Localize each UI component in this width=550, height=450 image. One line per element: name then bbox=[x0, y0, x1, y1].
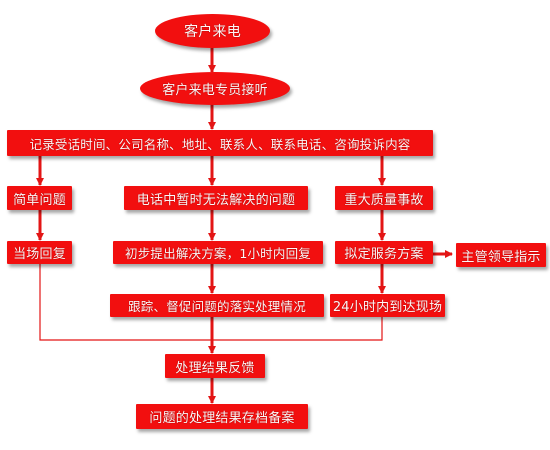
simple-node: 简单问题 bbox=[7, 186, 72, 210]
record-node: 记录受话时间、公司名称、地址、联系人、联系电话、咨询投诉内容 bbox=[7, 130, 433, 156]
start-node: 客户来电 bbox=[155, 14, 270, 48]
feedback-node: 处理结果反馈 bbox=[165, 354, 265, 378]
phone-unsolved-node: 电话中暂时无法解决的问题 bbox=[124, 186, 308, 210]
supervisor-node: 主管领导指示 bbox=[456, 243, 546, 267]
reply-on-spot-node: 当场回复 bbox=[7, 241, 72, 264]
arrive-24h-node: 24小时内到达现场 bbox=[330, 294, 445, 317]
initial-solution-node: 初步提出解决方案，1小时内回复 bbox=[113, 241, 323, 264]
track-node: 跟踪、督促问题的落实处理情况 bbox=[110, 294, 324, 317]
major-quality-node: 重大质量事故 bbox=[335, 186, 433, 210]
draft-plan-node: 拟定服务方案 bbox=[335, 241, 433, 264]
merge-line-right bbox=[212, 317, 383, 341]
archive-node: 问题的处理结果存档备案 bbox=[136, 404, 308, 429]
merge-line-left bbox=[39, 264, 212, 341]
receive-node: 客户来电专员接听 bbox=[140, 72, 290, 105]
